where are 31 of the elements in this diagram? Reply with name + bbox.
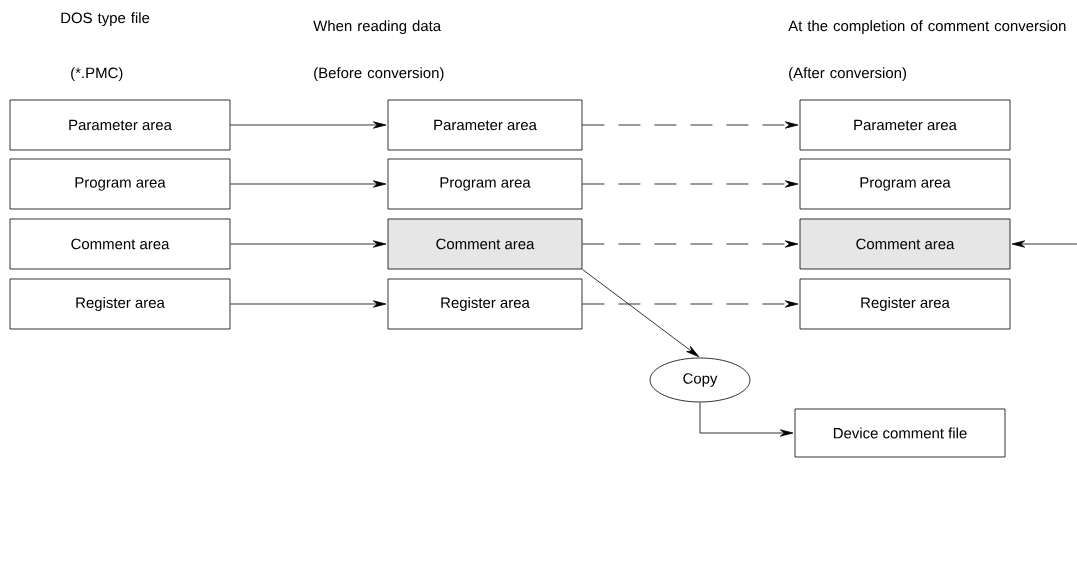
- arrow: [582, 300, 799, 308]
- area-box: Parameter area: [799, 99, 1011, 151]
- header-text: (*.PMC): [71, 67, 123, 82]
- arrow: [582, 180, 799, 188]
- area-box: Register area: [387, 278, 583, 330]
- header-text: (Before conversion): [314, 67, 444, 82]
- area-box: Program area: [799, 158, 1011, 210]
- arrow: [582, 121, 799, 129]
- area-box: Register area: [9, 278, 231, 330]
- header-text: (After conversion): [789, 67, 906, 82]
- arrow: [230, 121, 387, 129]
- header-text: DOS type file: [61, 12, 150, 27]
- area-box: Comment area: [799, 218, 1011, 270]
- ellipse-node: Copy: [649, 357, 751, 403]
- area-box: Comment area: [387, 218, 583, 270]
- area-box: Parameter area: [9, 99, 231, 151]
- area-box: Device comment file: [794, 408, 1006, 458]
- arrow: [699, 402, 794, 437]
- arrow: [230, 300, 387, 308]
- header-text: When reading data: [313, 20, 442, 35]
- area-box: Comment area: [9, 218, 231, 270]
- arrow: [230, 180, 387, 188]
- arrow: [1011, 240, 1077, 248]
- arrow: [230, 240, 387, 248]
- area-box: Program area: [9, 158, 231, 210]
- arrow: [582, 269, 700, 357]
- area-box: Program area: [387, 158, 583, 210]
- header-text: At the completion of comment conversion: [788, 20, 1066, 35]
- arrow: [582, 240, 799, 248]
- area-box: Parameter area: [387, 99, 583, 151]
- area-box: Register area: [799, 278, 1011, 330]
